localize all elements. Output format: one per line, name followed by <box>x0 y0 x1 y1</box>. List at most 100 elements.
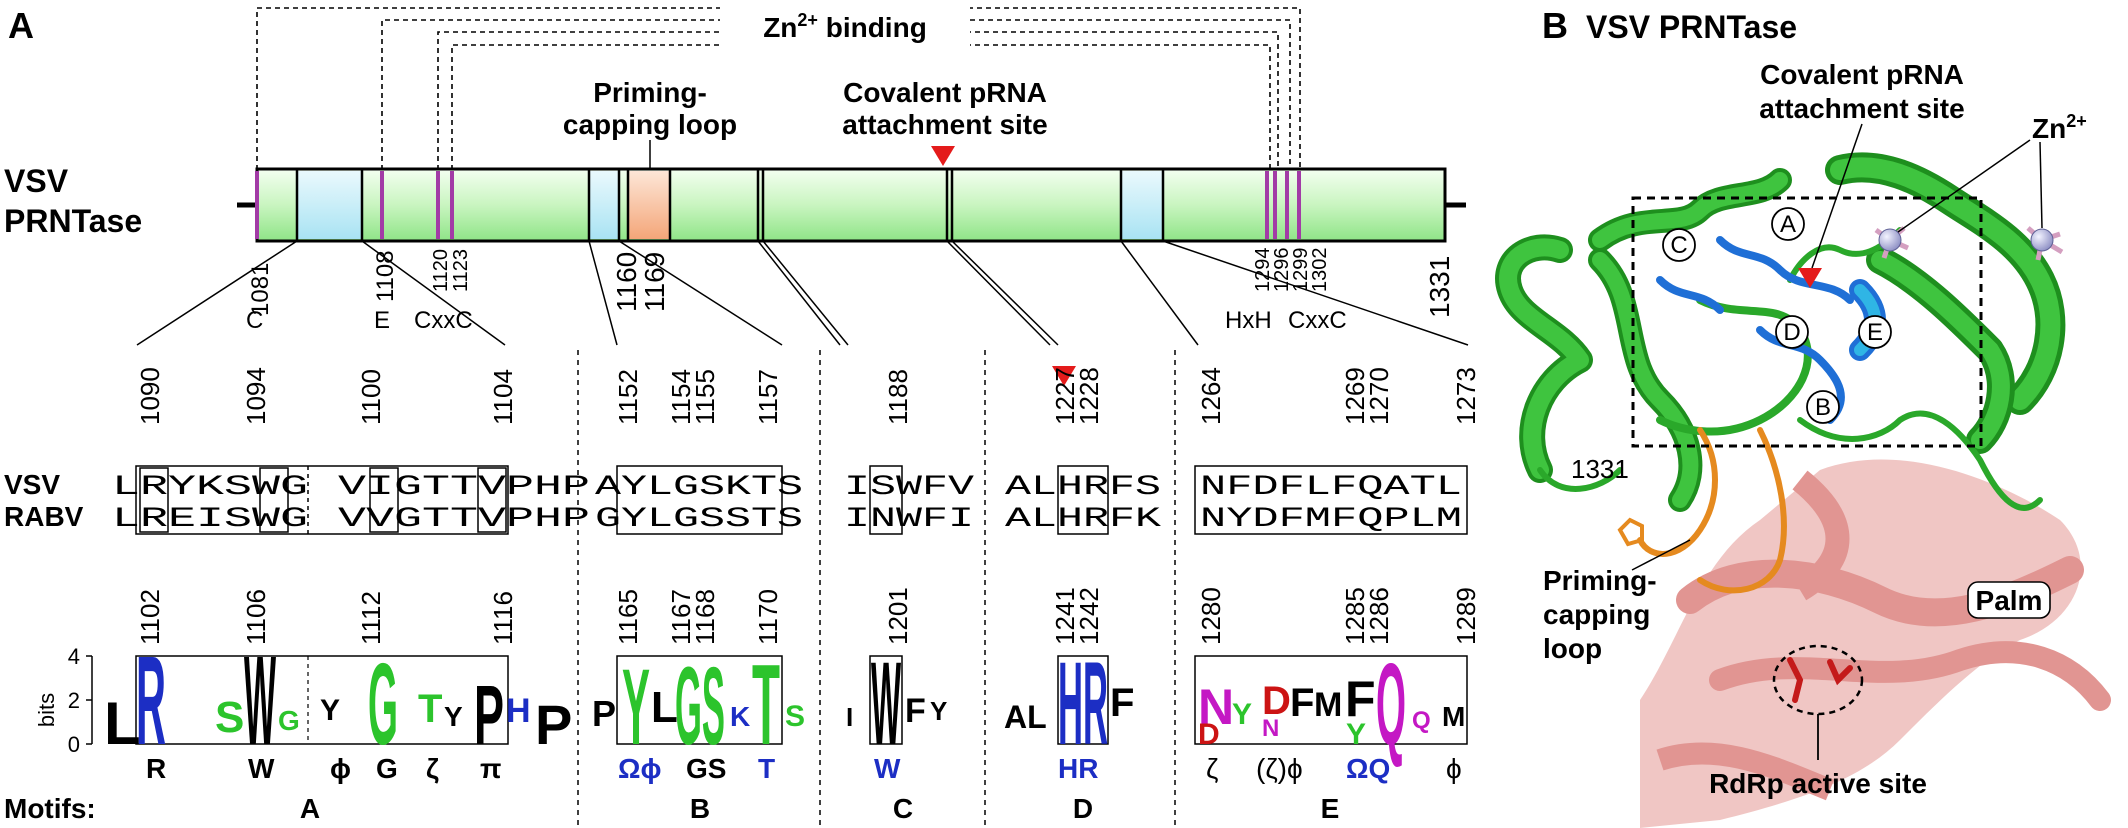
consensus-e: (ζ)ϕ <box>1256 753 1303 784</box>
motif-name: D <box>1073 793 1093 824</box>
bits-tick: 4 <box>68 644 80 669</box>
seq-a-rabv-1: LREISWG <box>112 504 308 535</box>
bar-numbers: 1081 1108 1120 1123 1160 1169 1294 1296 … <box>247 248 1455 319</box>
bar-number: 1081 <box>247 263 274 316</box>
bar-number: 1160 <box>611 252 642 312</box>
loop-region <box>628 171 670 239</box>
bits-tick: 2 <box>68 688 80 713</box>
seq-name-vsv: VSV <box>4 469 60 500</box>
top-number: 1269 <box>1340 367 1370 425</box>
consensus-b: Ωϕ <box>618 753 661 784</box>
bar-number: 1169 <box>639 252 670 312</box>
top-number: 1104 <box>488 369 518 425</box>
svg-text:S: S <box>785 700 805 733</box>
seq-a-vsv-2: VIGTTVPHP <box>338 472 590 503</box>
svg-text:Y: Y <box>320 694 340 727</box>
bottom-number: 1285 <box>1340 587 1370 645</box>
bar-number: 1331 <box>1424 256 1455 318</box>
consensus-c: W <box>874 753 901 784</box>
top-number: 1100 <box>356 369 386 425</box>
bottom-number: 1242 <box>1074 587 1104 645</box>
b-loop-label-line: capping <box>1543 599 1650 630</box>
consensus-e: ζ <box>1206 753 1218 784</box>
seq-c-rabv: INWFI <box>844 504 974 535</box>
bottom-number: 1241 <box>1050 587 1080 645</box>
active-site-residues <box>1787 657 1853 703</box>
b-loop-label-line: loop <box>1543 633 1602 664</box>
top-number: 1155 <box>690 369 720 425</box>
svg-text:Y: Y <box>444 701 463 732</box>
svg-text:GS: GS <box>675 645 725 768</box>
svg-text:W: W <box>244 630 276 771</box>
svg-text:F: F <box>1110 681 1134 725</box>
bits-tick: 0 <box>68 732 80 757</box>
loop-label-line1: Priming- <box>593 77 707 108</box>
consensus-a: G <box>376 753 398 784</box>
active-site-circle <box>1772 644 1864 716</box>
zn-ions <box>1874 226 2064 261</box>
zoom-box <box>1631 196 1983 448</box>
top-number: 1228 <box>1074 367 1104 425</box>
protein-name-line1: VSV <box>4 163 69 199</box>
motif-b-region <box>589 171 619 239</box>
svg-text:Y: Y <box>1346 718 1366 751</box>
seq-e-rabv: NYDFMFQPLM <box>1200 504 1462 535</box>
seq-e-vsv: NFDFLFQATL <box>1200 472 1462 503</box>
logo-axis: bits 4 2 0 <box>34 644 93 757</box>
seq-b-rabv: GYLGSSTS <box>595 504 803 535</box>
consensus-a: R <box>146 753 166 784</box>
consensus-a: ϕ <box>330 753 351 784</box>
seq-c-vsv: ISWFV <box>844 472 974 503</box>
bottom-number: 1280 <box>1196 587 1226 645</box>
svg-text:L: L <box>651 683 678 732</box>
pRNA-arrow-small-icon <box>1052 366 1076 386</box>
bottom-number: 1116 <box>488 591 518 645</box>
bar-number: 1123 <box>450 249 472 292</box>
palm-label-box <box>1967 581 2051 619</box>
top-number: 1188 <box>883 369 913 425</box>
b-pRNA-arrow-icon <box>1798 268 1822 288</box>
seq-a-vsv-1: LRYKSWG <box>112 472 308 503</box>
loop-residue-icon <box>1617 517 1644 547</box>
svg-text:Y: Y <box>1232 698 1252 731</box>
seq-d-vsv: ALHRFS <box>1005 472 1161 503</box>
end-number-1331: 1331 <box>1571 454 1629 484</box>
priming-loop-tube <box>1637 427 1787 594</box>
motif-name: E <box>1321 793 1340 824</box>
svg-text:L: L <box>104 690 141 757</box>
top-number: 1273 <box>1451 367 1481 425</box>
bottom-numbers: 1102 1106 1112 1116 1165 1167 1168 1170 … <box>135 587 1481 645</box>
svg-text:G: G <box>368 639 398 769</box>
consensus-a: π <box>480 753 501 784</box>
motif-circle-label: C <box>1670 232 1687 259</box>
motifs-label: Motifs: <box>4 793 96 824</box>
svg-text:Y: Y <box>622 646 650 767</box>
svg-text:D: D <box>1262 679 1291 723</box>
motif-circle-label: E <box>1867 319 1883 346</box>
zoom-lines <box>136 240 1469 346</box>
motif-circle-label: D <box>1783 319 1800 346</box>
svg-text:P: P <box>535 693 572 756</box>
b-pRNA-label-line2: attachment site <box>1759 93 1964 124</box>
svg-text:D: D <box>1198 718 1220 751</box>
motif-name: C <box>893 793 913 824</box>
bits-label: bits <box>34 693 59 727</box>
bar-number: 1294 <box>1252 248 1274 293</box>
alignment-boxes <box>135 465 1468 535</box>
svg-text:F: F <box>1290 681 1314 725</box>
svg-text:N: N <box>1262 715 1279 742</box>
svg-text:F: F <box>1345 671 1376 727</box>
consensus-b: T <box>758 753 775 784</box>
bar-number: 1296 <box>1271 248 1293 293</box>
pRNA-label-line2: attachment site <box>842 109 1047 140</box>
bar-number: 1120 <box>430 249 452 292</box>
loop-label-line2: capping loop <box>563 109 737 140</box>
svg-text:T: T <box>752 642 780 769</box>
bottom-number: 1168 <box>690 589 720 645</box>
svg-text:W: W <box>871 638 901 770</box>
svg-text:T: T <box>418 687 442 731</box>
protein-name-line2: PRNTase <box>4 203 142 239</box>
residue-cxxc-left-label: CxxC <box>414 307 473 334</box>
active-site-label: RdRp active site <box>1709 768 1927 799</box>
